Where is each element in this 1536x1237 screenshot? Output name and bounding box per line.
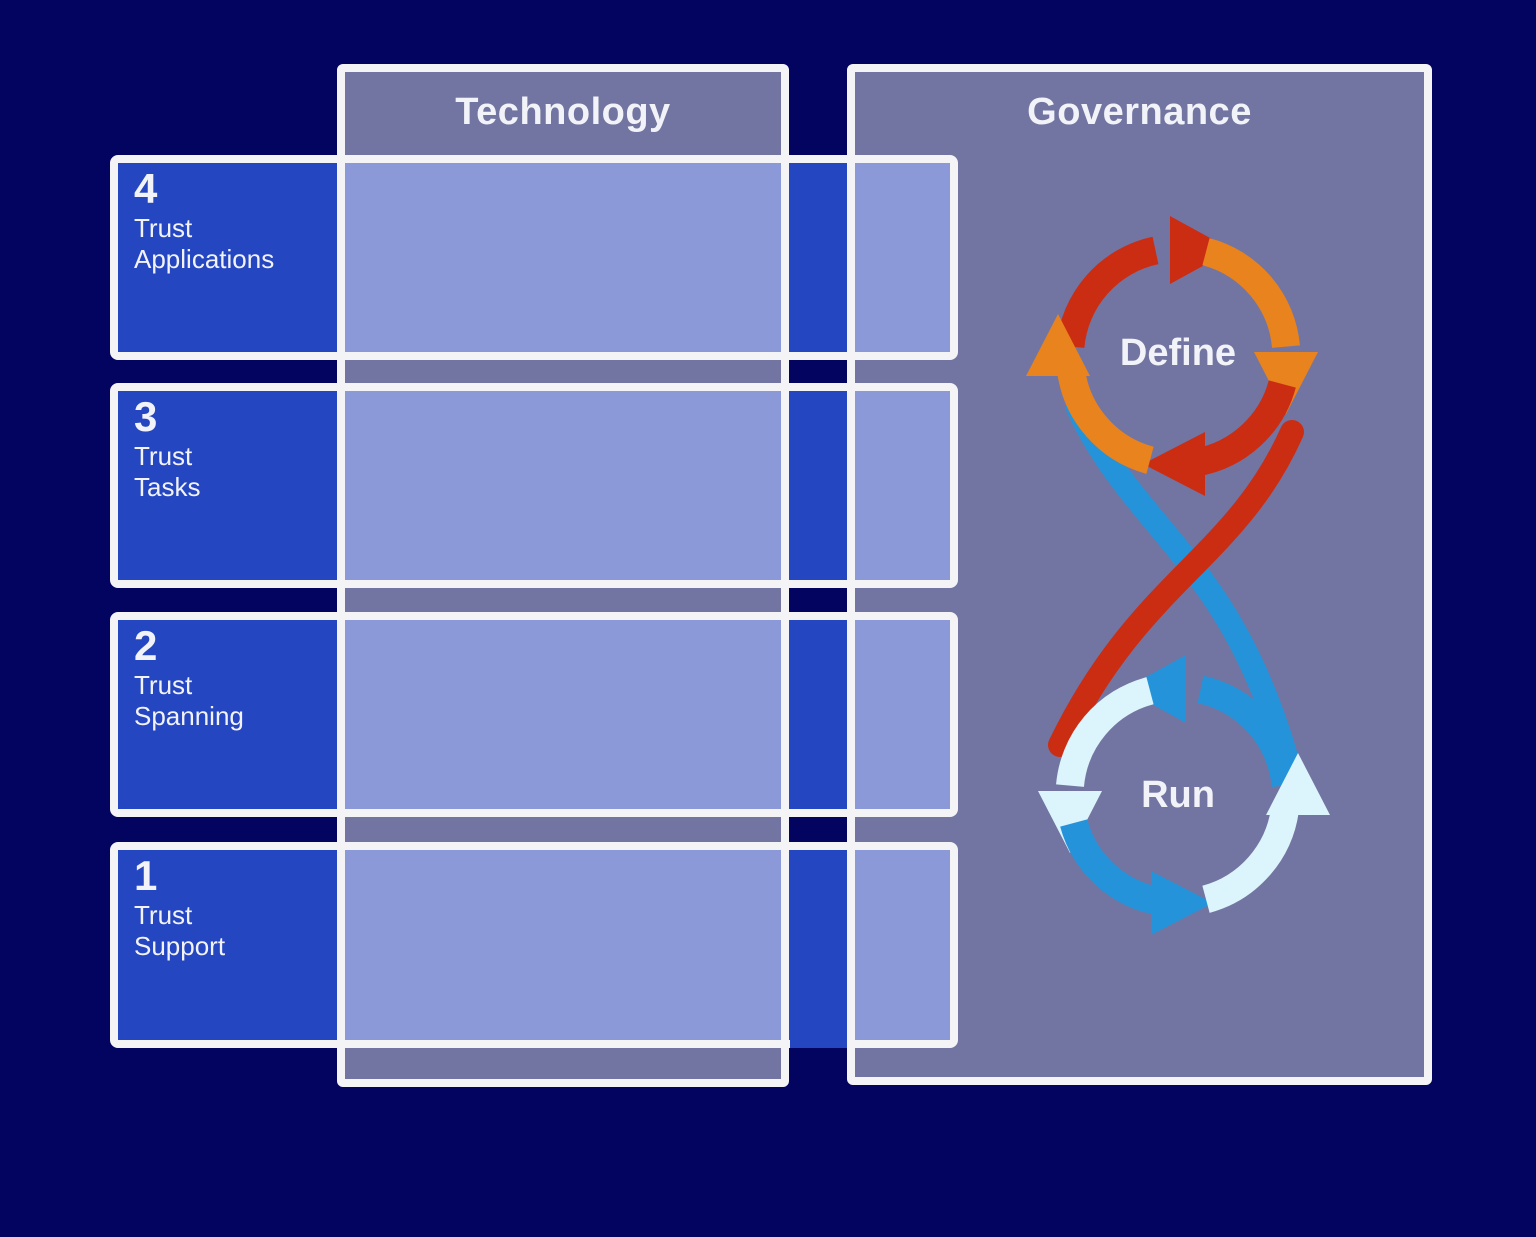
row-trust-spanning: 2 Trust Spanning: [110, 612, 958, 817]
row-label-line: Trust: [134, 900, 193, 930]
governance-header: Governance: [1027, 91, 1252, 133]
technology-header: Technology: [455, 91, 671, 133]
technology-cell: [337, 620, 789, 809]
gap-cell: [790, 850, 847, 1048]
row-number: 2: [134, 622, 158, 669]
row-label-line: Trust: [134, 670, 193, 700]
governance-cell: [847, 163, 950, 352]
row-label: 4 Trust Applications: [134, 165, 274, 275]
row-number: 3: [134, 393, 158, 440]
row-number: 1: [134, 852, 158, 899]
technology-cell: [337, 391, 789, 580]
technology-cell: [337, 163, 789, 352]
row-label-line: Trust: [134, 213, 193, 243]
row-label: 3 Trust Tasks: [134, 393, 200, 503]
technology-cell: [337, 850, 789, 1040]
row-label-line: Tasks: [134, 472, 201, 502]
row-number: 4: [134, 165, 158, 212]
governance-cell: [847, 391, 950, 580]
governance-cell: [847, 850, 950, 1040]
row-trust-tasks: 3 Trust Tasks: [110, 383, 958, 588]
define-label: Define: [1119, 332, 1237, 374]
row-label-line: Support: [134, 931, 226, 961]
row-label-line: Trust: [134, 441, 193, 471]
governance-cell: [847, 620, 950, 809]
row-trust-support: 1 Trust Support: [110, 842, 958, 1048]
row-trust-applications: 4 Trust Applications: [110, 155, 958, 360]
row-label: 1 Trust Support: [134, 852, 225, 962]
run-label: Run: [1141, 774, 1215, 816]
row-label-line: Spanning: [134, 701, 244, 731]
row-label: 2 Trust Spanning: [134, 622, 244, 732]
row-label-line: Applications: [134, 244, 275, 274]
